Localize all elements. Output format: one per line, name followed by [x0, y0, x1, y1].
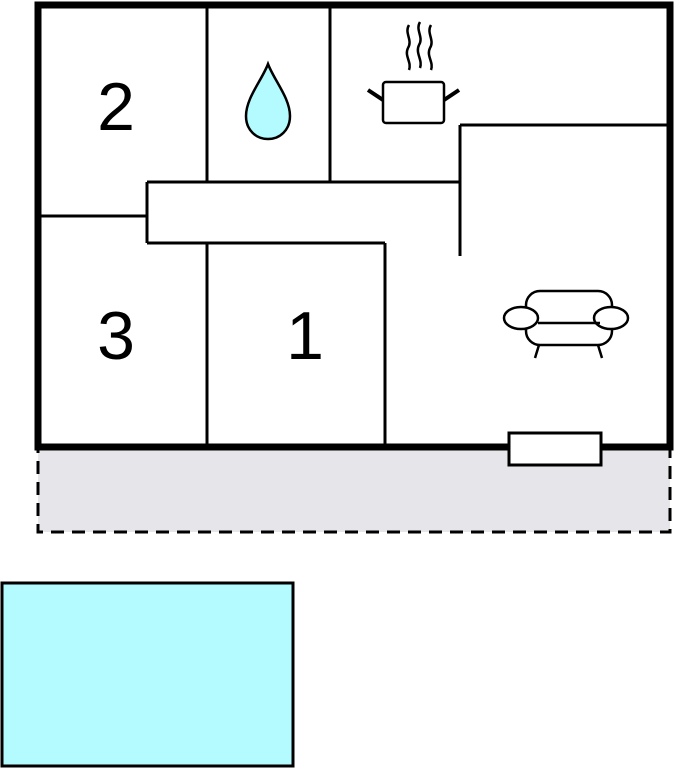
- steam-line-1: [405, 24, 411, 71]
- sofa-leg-left: [533, 344, 541, 359]
- fireplace-icon: [507, 431, 603, 467]
- room-number-1: 1: [286, 298, 324, 374]
- house-outline: [34, 1, 674, 451]
- water-drop-icon: [244, 60, 292, 141]
- pot-body: [381, 80, 446, 125]
- room-number-3: 3: [97, 298, 135, 374]
- sofa-arm-left: [502, 305, 540, 331]
- pool: [0, 581, 295, 768]
- steam-line-2: [416, 21, 422, 69]
- sofa-icon: [502, 289, 630, 359]
- steam-line-3: [427, 24, 433, 71]
- interior-walls: [38, 5, 670, 447]
- pot-handle-right: [442, 88, 461, 102]
- pot-handle-left: [366, 88, 385, 102]
- sofa-leg-right: [596, 344, 604, 359]
- sofa-arm-right: [592, 305, 630, 331]
- cooking-pot-icon: [366, 21, 461, 125]
- room-number-2: 2: [97, 69, 135, 145]
